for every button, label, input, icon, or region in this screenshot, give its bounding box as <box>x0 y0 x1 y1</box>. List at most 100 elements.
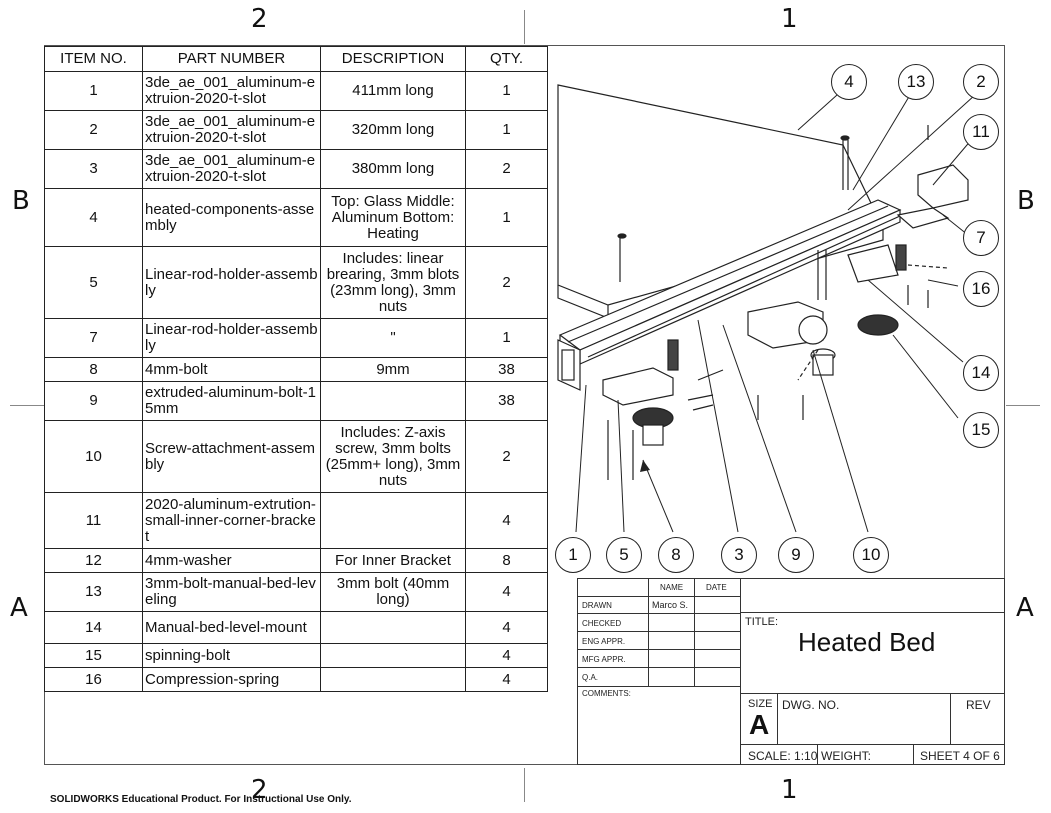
bom-qty: 4 <box>465 492 548 549</box>
zone-bottom-left: 2 <box>251 775 268 805</box>
title-block <box>577 578 1005 765</box>
tb-divider <box>694 578 695 687</box>
tb-rev-label: REV <box>966 698 991 712</box>
tb-divider <box>817 744 818 765</box>
bom-description: Includes: Z-axis screw, 3mm bolts (25mm+… <box>320 420 466 493</box>
tb-name-header: NAME <box>660 583 684 592</box>
bom-header-qty: QTY. <box>465 46 548 72</box>
zone-left-lower: A <box>10 593 28 623</box>
bom-item-no: 11 <box>44 492 143 549</box>
bom-description: 411mm long <box>320 71 466 111</box>
tb-divider <box>577 613 740 614</box>
callout-balloon-15: 15 <box>963 412 999 448</box>
callout-balloon-3: 3 <box>721 537 757 573</box>
bom-item-no: 9 <box>44 381 143 421</box>
callout-balloon-16: 16 <box>963 271 999 307</box>
tb-drawn-label: DRAWN <box>582 601 612 610</box>
bom-description: Top: Glass Middle: Aluminum Bottom: Heat… <box>320 188 466 247</box>
callout-balloon-10: 10 <box>853 537 889 573</box>
bom-qty: 38 <box>465 381 548 421</box>
zone-left-upper: B <box>12 186 30 216</box>
bom-description <box>320 643 466 668</box>
bom-qty: 38 <box>465 357 548 382</box>
callout-balloon-14: 14 <box>963 355 999 391</box>
bom-qty: 4 <box>465 611 548 644</box>
tb-dwg-label: DWG. NO. <box>782 698 840 712</box>
callout-balloon-8: 8 <box>658 537 694 573</box>
tb-divider <box>777 693 778 744</box>
educational-watermark: SOLIDWORKS Educational Product. For Inst… <box>50 794 352 805</box>
bom-header-part: PART NUMBER <box>142 46 321 72</box>
bom-description: 3mm bolt (40mm long) <box>320 572 466 612</box>
bom-qty: 2 <box>465 149 548 189</box>
tb-weight: WEIGHT: <box>821 749 871 763</box>
bom-item-no: 3 <box>44 149 143 189</box>
tb-divider <box>577 686 740 687</box>
bom-item-no: 15 <box>44 643 143 668</box>
zone-tick <box>524 10 525 44</box>
bom-description: 320mm long <box>320 110 466 150</box>
bom-part-number: heated-components-assembly <box>142 188 321 247</box>
zone-tick <box>1006 405 1040 406</box>
bom-qty: 4 <box>465 667 548 692</box>
tb-divider <box>913 744 914 765</box>
bom-header-row: ITEM NO. PART NUMBER DESCRIPTION QTY. <box>44 46 548 72</box>
bom-item-no: 13 <box>44 572 143 612</box>
bom-qty: 4 <box>465 643 548 668</box>
bom-part-number: Compression-spring <box>142 667 321 692</box>
bom-item-no: 16 <box>44 667 143 692</box>
bom-header-desc: DESCRIPTION <box>320 46 466 72</box>
zone-top-left: 2 <box>251 4 268 34</box>
zone-tick <box>10 405 44 406</box>
bom-item-no: 7 <box>44 318 143 358</box>
bom-part-number: 3de_ae_001_aluminum-extruion-2020-t-slot <box>142 110 321 150</box>
callout-balloon-5: 5 <box>606 537 642 573</box>
callout-balloon-11: 11 <box>963 114 999 150</box>
bom-description: 380mm long <box>320 149 466 189</box>
bom-description <box>320 611 466 644</box>
zone-right-lower: A <box>1016 593 1034 623</box>
bom-item-no: 14 <box>44 611 143 644</box>
zone-top-right: 1 <box>781 4 798 34</box>
tb-divider <box>577 649 740 650</box>
bom-part-number: 2020-aluminum-extrution-small-inner-corn… <box>142 492 321 549</box>
tb-divider <box>740 693 1005 694</box>
bom-item-no: 5 <box>44 246 143 319</box>
bom-qty: 2 <box>465 420 548 493</box>
bom-qty: 1 <box>465 318 548 358</box>
bom-description <box>320 492 466 549</box>
bom-part-number: spinning-bolt <box>142 643 321 668</box>
tb-eng-label: ENG APPR. <box>582 637 626 646</box>
tb-size-value: A <box>749 709 770 740</box>
bom-description: " <box>320 318 466 358</box>
tb-divider <box>577 631 740 632</box>
callout-balloon-13: 13 <box>898 64 934 100</box>
tb-comments-label: COMMENTS: <box>582 689 631 698</box>
bom-part-number: Screw-attachment-assembly <box>142 420 321 493</box>
bom-part-number: Linear-rod-holder-assembly <box>142 246 321 319</box>
bom-part-number: 3de_ae_001_aluminum-extruion-2020-t-slot <box>142 149 321 189</box>
bom-part-number: 3mm-bolt-manual-bed-leveling <box>142 572 321 612</box>
bom-qty: 1 <box>465 71 548 111</box>
tb-divider <box>648 578 649 687</box>
bom-item-no: 8 <box>44 357 143 382</box>
drawing-title: Heated Bed <box>798 627 936 657</box>
bom-description: 9mm <box>320 357 466 382</box>
tb-title-label: TITLE: <box>745 616 779 628</box>
tb-divider <box>740 578 741 765</box>
bom-item-no: 4 <box>44 188 143 247</box>
tb-divider <box>577 667 740 668</box>
bom-part-number: extruded-aluminum-bolt-15mm <box>142 381 321 421</box>
bom-description <box>320 381 466 421</box>
